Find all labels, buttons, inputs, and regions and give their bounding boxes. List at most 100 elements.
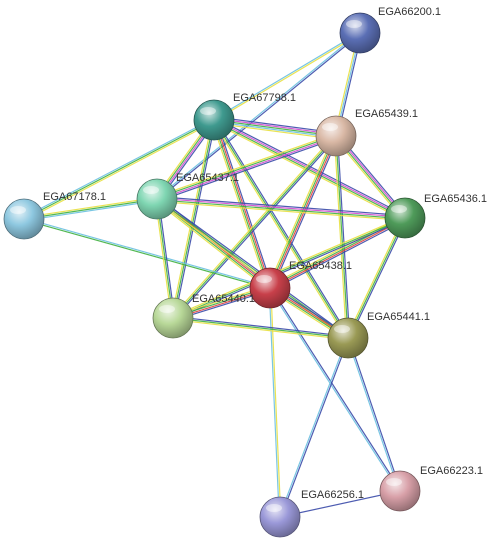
node-sphere[interactable] <box>193 99 235 141</box>
edge-strand <box>270 219 407 291</box>
edge-strand <box>213 119 337 137</box>
node-sphere[interactable] <box>259 496 301 538</box>
edge-ega67178-1-ega65438-1 <box>23 217 271 290</box>
edge-strand <box>157 197 406 218</box>
node-label-ega65436-1: EGA65436.1 <box>424 193 487 205</box>
edge-ega67798-1-ega65439-1 <box>213 116 337 140</box>
edge-ega65439-1-ega65441-1 <box>333 135 351 339</box>
edge-strand <box>157 197 350 338</box>
edge-strand <box>170 119 214 318</box>
edge-ega65441-1-ega66223-1 <box>346 337 402 492</box>
edge-ega67798-1-ega67178-1 <box>22 118 216 221</box>
edge-strand <box>214 33 361 122</box>
edge-strand <box>157 136 337 201</box>
node-highlight <box>266 504 282 512</box>
edge-strand <box>212 121 405 221</box>
edge-strand <box>268 135 336 288</box>
node-highlight <box>143 186 159 194</box>
edge-strand <box>346 217 405 338</box>
edge-strand <box>173 120 217 319</box>
node-ega67798-1[interactable] <box>193 99 235 141</box>
edge-strand <box>336 135 351 338</box>
node-label-ega65440-1: EGA65440.1 <box>192 293 255 305</box>
node-ega65438-1[interactable] <box>249 267 291 309</box>
edge-strand <box>346 338 400 492</box>
edge-strand <box>156 199 405 220</box>
edge-strand <box>280 338 350 518</box>
edge-strand <box>157 33 361 201</box>
edge-strand <box>156 31 360 199</box>
edge-strand <box>270 287 282 517</box>
edge-strand <box>172 119 215 319</box>
node-sphere[interactable] <box>249 267 291 309</box>
edge-strand <box>24 120 216 221</box>
labels-layer: EGA66200.1EGA67798.1EGA65439.1EGA67178.1… <box>43 6 487 501</box>
edge-strand <box>24 199 158 222</box>
edge-strand <box>214 117 337 136</box>
edge-strand <box>157 196 406 217</box>
edge-strand <box>279 490 401 518</box>
edge-strand <box>23 198 158 220</box>
node-label-ega66223-1: EGA66223.1 <box>420 465 483 477</box>
node-ega66223-1[interactable] <box>379 470 421 512</box>
edge-ega65438-1-ega66256-1 <box>268 287 282 518</box>
node-highlight <box>322 123 338 131</box>
edge-strand <box>23 196 157 219</box>
node-sphere[interactable] <box>152 297 194 339</box>
edge-strand <box>23 119 215 220</box>
edge-ega65439-1-ega65437-1 <box>156 133 337 202</box>
edge-strand <box>171 134 336 318</box>
node-label-ega65437-1: EGA65437.1 <box>176 172 239 184</box>
edge-ega65441-1-ega66256-1 <box>278 337 350 518</box>
node-sphere[interactable] <box>315 115 357 157</box>
edge-strand <box>157 137 337 202</box>
node-ega65437-1[interactable] <box>136 178 178 220</box>
node-sphere[interactable] <box>3 198 45 240</box>
node-label-ega66200-1: EGA66200.1 <box>378 6 441 18</box>
edge-strand <box>347 217 406 339</box>
edge-strand <box>270 287 402 491</box>
edge-strand <box>213 120 405 220</box>
edge-strand <box>173 136 338 320</box>
node-sphere[interactable] <box>339 12 381 54</box>
edge-strand <box>172 318 348 341</box>
edge-ega65437-1-ega65436-1 <box>156 196 406 221</box>
edge-strand <box>155 200 269 291</box>
edge-strand <box>269 216 405 288</box>
edge-ega65440-1-ega65441-1 <box>172 315 349 341</box>
node-ega65436-1[interactable] <box>384 197 426 239</box>
node-highlight <box>391 205 407 213</box>
edge-ega67798-1-ega65440-1 <box>170 119 217 319</box>
edge-ega65438-1-ega66223-1 <box>268 287 402 492</box>
node-ega66200-1[interactable] <box>339 12 381 54</box>
edge-strand <box>156 133 336 198</box>
edge-strand <box>213 119 349 339</box>
node-sphere[interactable] <box>136 178 178 220</box>
node-ega65441-1[interactable] <box>327 317 369 359</box>
node-ega65439-1[interactable] <box>315 115 357 157</box>
edge-strand <box>156 200 405 221</box>
node-sphere[interactable] <box>327 317 369 359</box>
node-highlight <box>200 107 216 115</box>
node-ega66256-1[interactable] <box>259 496 301 538</box>
node-label-ega66256-1: EGA66256.1 <box>301 489 364 501</box>
edge-strand <box>268 288 280 518</box>
node-sphere[interactable] <box>384 197 426 239</box>
edge-strand <box>213 122 336 140</box>
nodes-layer <box>3 12 426 538</box>
edge-strand <box>173 315 349 338</box>
edge-strand <box>278 337 348 517</box>
edge-strand <box>348 337 402 491</box>
node-ega67178-1[interactable] <box>3 198 45 240</box>
edge-strand <box>172 317 349 339</box>
node-ega65440-1[interactable] <box>152 297 194 339</box>
edge-strand <box>212 120 348 340</box>
node-highlight <box>159 305 175 313</box>
node-sphere[interactable] <box>379 470 421 512</box>
node-label-ega65438-1: EGA65438.1 <box>289 260 352 272</box>
edge-strand <box>156 134 336 199</box>
edge-ega66200-1-ega65437-1 <box>156 31 361 201</box>
edge-strand <box>270 218 406 290</box>
edge-strand <box>23 219 270 290</box>
edge-strand <box>335 135 349 339</box>
